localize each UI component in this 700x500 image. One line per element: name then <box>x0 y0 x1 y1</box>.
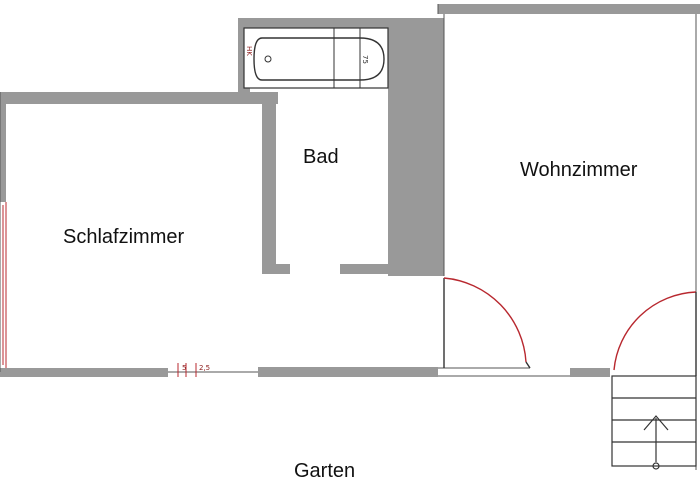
doors <box>443 277 697 376</box>
wall-note-2: 2,5 <box>199 364 210 372</box>
room-label-living: Wohnzimmer <box>520 159 638 181</box>
wall-bottom-2 <box>258 367 438 377</box>
wall-bedroom-top <box>0 92 278 104</box>
wall-note-1: 5 <box>182 364 186 372</box>
wall-bedroom-bath <box>262 96 276 274</box>
wall-bath-bottom-left <box>262 264 290 274</box>
radiator-label: HK <box>245 46 253 56</box>
bathtub: HK 75 <box>243 27 389 89</box>
wall-bottom-1 <box>0 368 168 377</box>
door-arc-entrance <box>613 291 697 371</box>
wall-bottom-3 <box>570 368 610 377</box>
tub-dimension-label: 75 <box>361 55 369 64</box>
wall-bedroom-left <box>0 92 6 202</box>
area-label-garden: Garten <box>294 460 355 482</box>
door-arc-living <box>443 277 527 363</box>
wall-bath-living <box>388 18 444 276</box>
room-label-bedroom: Schlafzimmer <box>63 226 184 248</box>
wall-markings <box>2 58 445 377</box>
stairs-outline <box>611 375 697 467</box>
wall-living-top <box>438 4 700 14</box>
bathtub-drain <box>264 55 272 63</box>
stairs <box>611 375 697 470</box>
stairs-start-marker <box>652 462 660 470</box>
stairs-arrow-icon <box>643 415 669 431</box>
walls <box>0 4 700 377</box>
room-label-bath: Bad <box>303 146 339 168</box>
wall-bath-bottom-right <box>340 264 444 274</box>
